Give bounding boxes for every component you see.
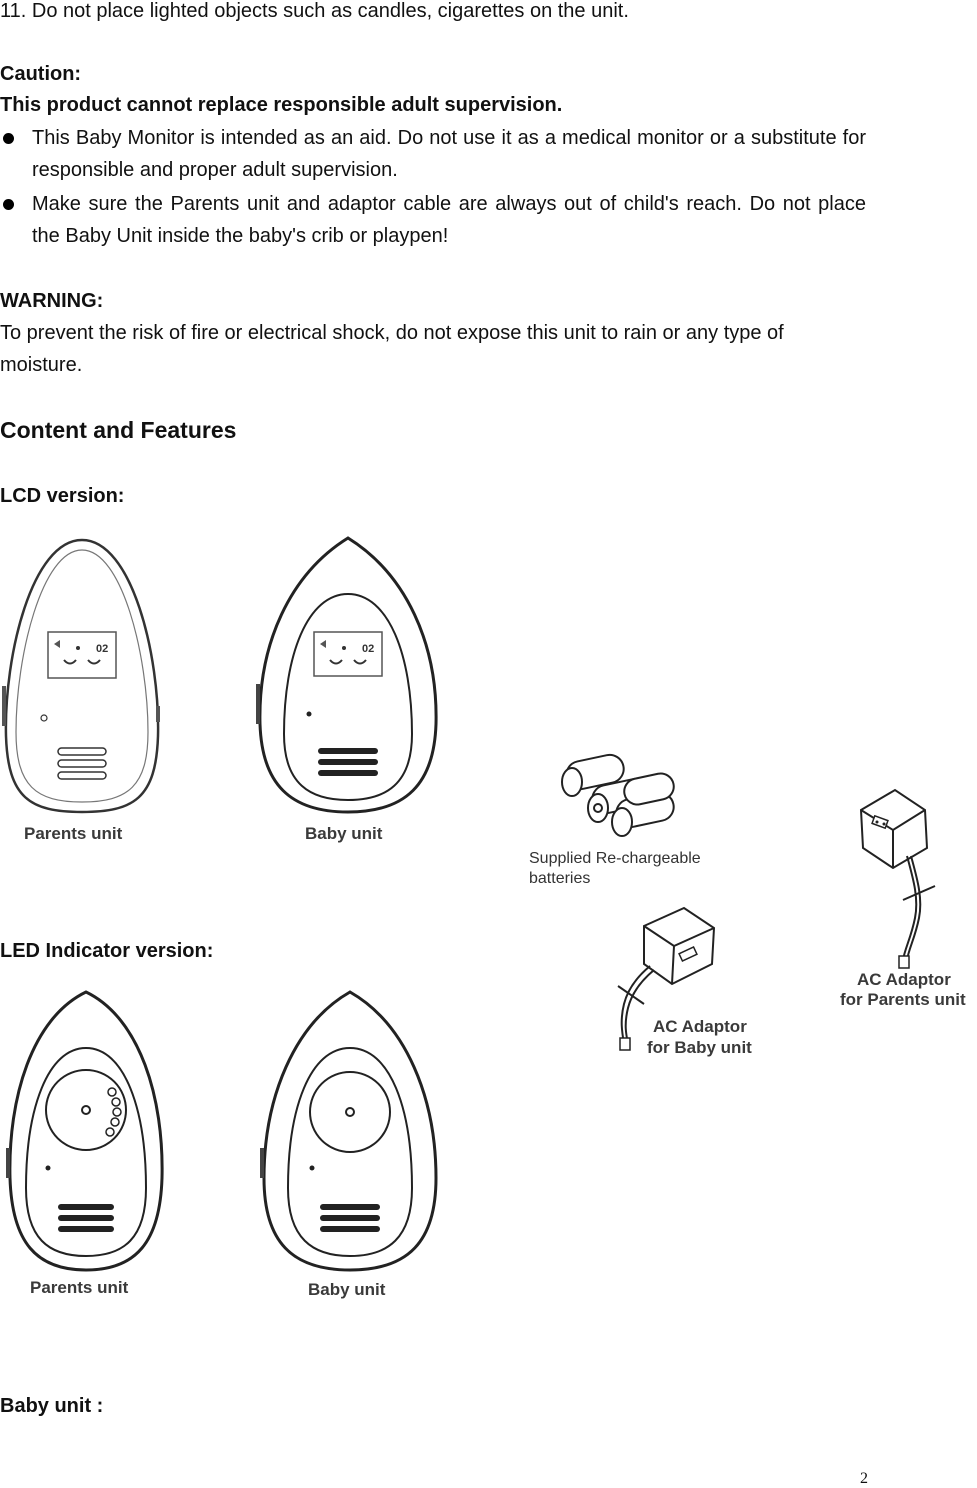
page-number: 2 — [860, 1470, 868, 1487]
bullet-text: Make sure the Parents unit and adaptor c… — [32, 193, 866, 247]
baby-unit-heading: Baby unit : — [0, 1395, 104, 1417]
led-baby-caption: Baby unit — [308, 1280, 386, 1299]
batteries-caption-line2: batteries — [529, 870, 591, 887]
batteries-caption-line1: Supplied Re-chargeable — [529, 850, 701, 867]
lcd-baby-unit-illustration: 02 — [256, 536, 438, 814]
adaptor-baby-caption-line2: for Baby unit — [647, 1038, 752, 1057]
led-parents-unit-illustration — [6, 990, 164, 1272]
list-item: Make sure the Parents unit and adaptor c… — [0, 188, 866, 252]
led-version-heading: LED Indicator version: — [0, 940, 214, 962]
warning-heading: WARNING: — [0, 290, 104, 312]
lcd-baby-caption: Baby unit — [305, 824, 383, 843]
led-parents-caption: Parents unit — [30, 1278, 129, 1297]
safety-item-11: 11. Do not place lighted objects such as… — [0, 0, 629, 22]
adaptor-parents-caption-line1: AC Adaptor — [857, 970, 951, 989]
section-title: Content and Features — [0, 417, 237, 443]
bullet-icon — [3, 133, 14, 144]
bullet-text: This Baby Monitor is intended as an aid.… — [32, 127, 866, 181]
list-item: This Baby Monitor is intended as an aid.… — [0, 122, 866, 186]
led-baby-unit-illustration — [260, 990, 438, 1272]
lcd-digits: 02 — [96, 643, 108, 655]
adaptor-parents-caption-line2: for Parents unit — [840, 990, 966, 1009]
lcd-version-heading: LCD version: — [0, 485, 125, 507]
lcd-parents-unit-illustration: 02 — [2, 538, 160, 814]
caution-subheading: This product cannot replace responsible … — [0, 94, 563, 116]
ac-adaptor-parents-illustration — [859, 788, 936, 969]
lcd-parents-caption: Parents unit — [24, 824, 123, 843]
warning-text: To prevent the risk of fire or electrica… — [0, 322, 784, 376]
batteries-illustration — [561, 753, 675, 837]
bullet-icon — [3, 199, 14, 210]
caution-heading: Caution: — [0, 63, 82, 85]
lcd-digits: 02 — [362, 643, 374, 655]
adaptor-baby-caption-line1: AC Adaptor — [653, 1017, 747, 1036]
ac-adaptor-baby-illustration — [617, 906, 716, 1051]
